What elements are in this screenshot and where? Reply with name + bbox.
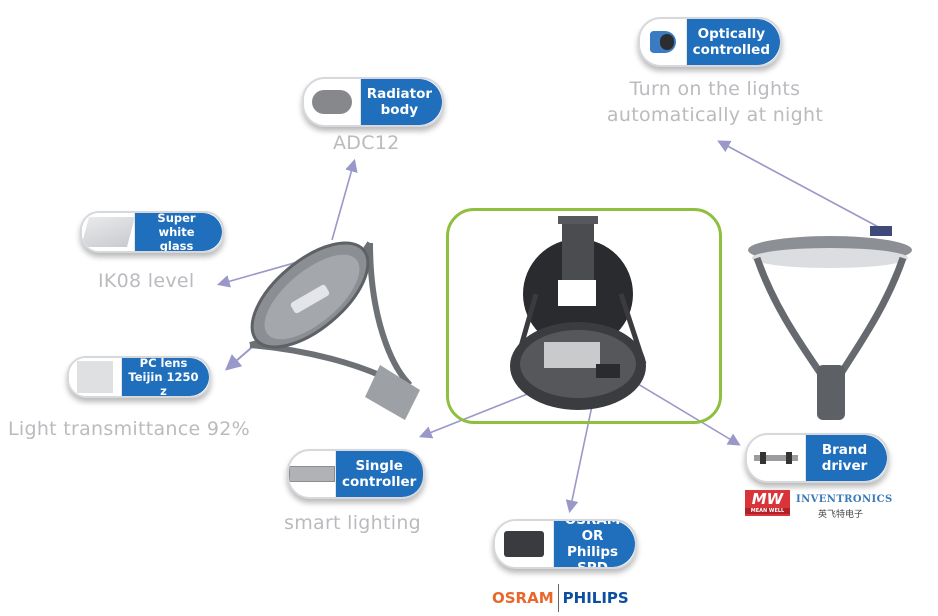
callout-title-line1: Brand driver — [821, 442, 868, 474]
lamp-front-view-image — [748, 226, 912, 420]
arrow-driver — [627, 377, 741, 446]
meanwell-logo: MW MEAN WELL — [745, 490, 790, 516]
pc-lens-icon — [69, 358, 122, 396]
caption-adc12: ADC12 — [333, 132, 400, 154]
callout-title-line1: Single — [355, 458, 403, 474]
inventronics-logo: INVENTRONICS — [796, 494, 893, 505]
surge-protector-icon — [495, 521, 554, 567]
callout-title-line2: controller — [342, 474, 417, 490]
osram-logo: OSRAM — [492, 589, 554, 607]
callout-title-line2: controlled — [692, 42, 770, 58]
arrow-radiator — [331, 158, 358, 241]
brand-logos-spd: OSRAM PHILIPS — [492, 584, 629, 612]
caption-auto-night: Turn on the lights automatically at nigh… — [606, 78, 824, 126]
callout-title-line2: body — [380, 102, 419, 118]
lamp-side-view-image — [249, 241, 420, 420]
callout-title-line1: Radiator — [366, 86, 432, 102]
highlight-frame — [446, 208, 722, 424]
lamp-open-interior-image — [510, 216, 647, 410]
caption-light-transmittance: Light transmittance 92% — [8, 418, 250, 440]
callout-title-line2: Teijin 1250 z — [128, 370, 199, 398]
callout-title-line2: glass — [159, 239, 194, 253]
led-driver-icon — [747, 435, 806, 481]
callout-title-line2: Philips SPD — [566, 544, 619, 569]
philips-logo: PHILIPS — [562, 589, 629, 607]
radiator-thumb-icon — [304, 79, 361, 125]
callout-brand-driver: Brand driver — [745, 433, 889, 483]
logo-divider — [557, 584, 559, 612]
caption-smart-lighting: smart lighting — [284, 512, 422, 534]
photocell-sensor-icon — [640, 19, 687, 65]
inventronics-cn-logo: 英飞特电子 — [818, 510, 864, 520]
callout-title-line1: Super white — [157, 211, 196, 239]
callout-title-line1: Optically — [697, 26, 766, 42]
glass-sheet-icon — [82, 213, 136, 251]
callout-title-line1: PC lens — [139, 356, 188, 370]
arrow-optical — [717, 140, 885, 231]
callout-title-line1: OSRAM OR — [564, 519, 621, 544]
caption-ik08: IK08 level — [98, 270, 195, 292]
controller-module-icon — [289, 451, 336, 497]
